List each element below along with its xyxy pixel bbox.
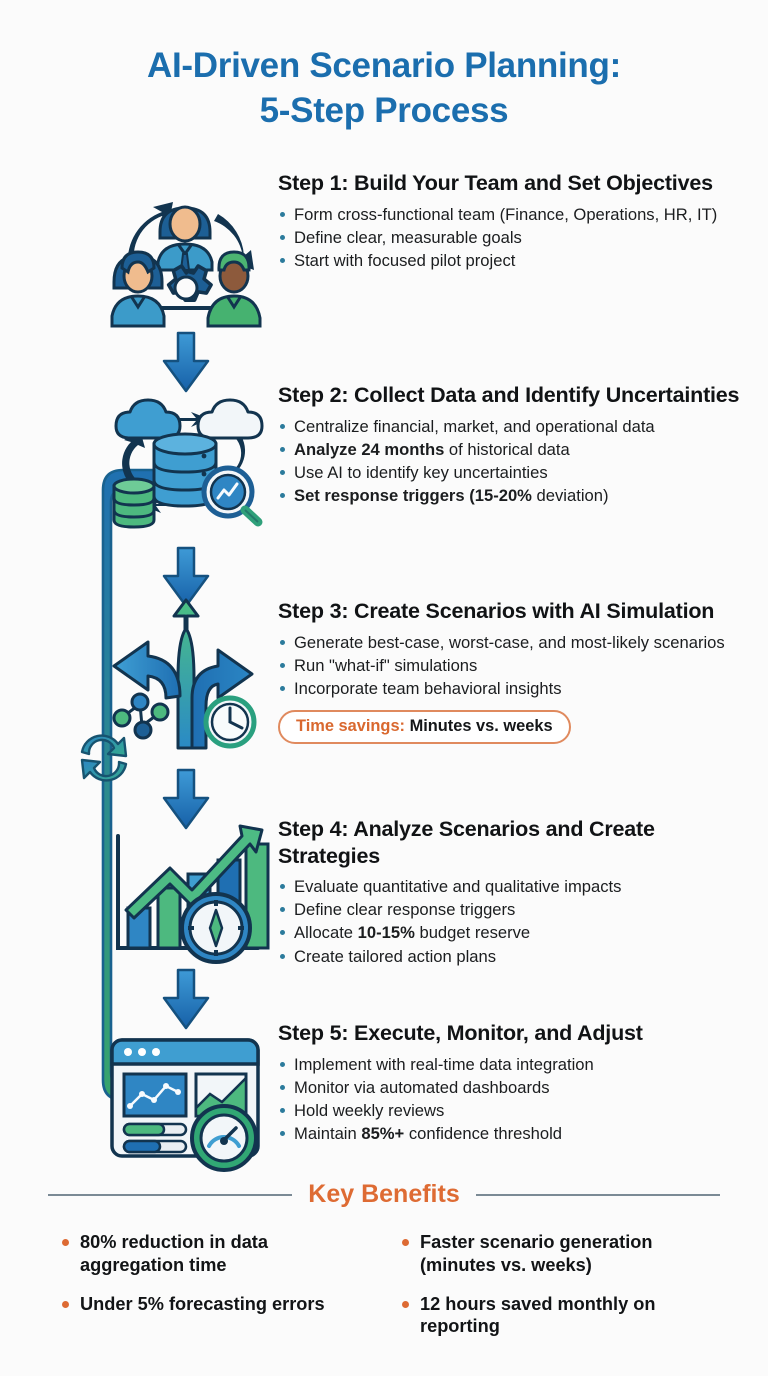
page-title: AI-Driven Scenario Planning: 5-Step Proc… bbox=[0, 44, 768, 134]
step-5-title: Step 5: Execute, Monitor, and Adjust bbox=[278, 1021, 643, 1045]
bullet: Evaluate quantitative and qualitative im… bbox=[278, 876, 740, 897]
bullet: Maintain 85%+ confidence threshold bbox=[278, 1123, 740, 1144]
person-left bbox=[110, 250, 166, 328]
bullet: Allocate 10-15% budget reserve bbox=[278, 922, 740, 943]
down-arrow-2-to-3 bbox=[162, 546, 210, 608]
time-savings-badge: Time savings: Minutes vs. weeks bbox=[278, 709, 571, 744]
data-cloud-database-icon bbox=[112, 398, 264, 529]
bullet: Define clear response triggers bbox=[278, 899, 740, 920]
window-dot-1 bbox=[124, 1048, 132, 1056]
dashboard-monitor-icon bbox=[110, 1038, 260, 1172]
down-arrow-4-to-5 bbox=[162, 968, 210, 1030]
step-2-body: Step 2: Collect Data and Identify Uncert… bbox=[278, 382, 740, 508]
benefit-item: Faster scenario generation (minutes vs. … bbox=[400, 1231, 714, 1277]
step-3-body: Step 3: Create Scenarios with AI Simulat… bbox=[278, 598, 740, 744]
step-4-body: Step 4: Analyze Scenarios and Create Str… bbox=[278, 816, 740, 969]
window-dot-2 bbox=[138, 1048, 146, 1056]
bullet: Form cross-functional team (Finance, Ope… bbox=[278, 204, 740, 225]
compass-icon bbox=[180, 892, 252, 964]
bullet: Define clear, measurable goals bbox=[278, 227, 740, 248]
gear-icon bbox=[166, 264, 213, 302]
step-5-bullets: Implement with real-time data integratio… bbox=[278, 1054, 740, 1144]
down-arrow-1-to-2 bbox=[162, 331, 210, 393]
node-network-icon bbox=[112, 692, 170, 740]
step-1-body: Step 1: Build Your Team and Set Objectiv… bbox=[278, 170, 740, 273]
time-savings-label: Time savings: bbox=[296, 716, 406, 735]
key-benefits-grid: 80% reduction in data aggregation time F… bbox=[0, 1231, 768, 1338]
clock-icon bbox=[203, 695, 257, 749]
step-2-title: Step 2: Collect Data and Identify Uncert… bbox=[278, 383, 740, 407]
step-5-body: Step 5: Execute, Monitor, and Adjust Imp… bbox=[278, 1020, 740, 1146]
bar-chart-compass-icon bbox=[116, 824, 270, 964]
step-2-bullets: Centralize financial, market, and operat… bbox=[278, 416, 740, 506]
bullet: Centralize financial, market, and operat… bbox=[278, 416, 740, 437]
step-4-title: Step 4: Analyze Scenarios and Create Str… bbox=[278, 817, 655, 868]
key-benefits-title: Key Benefits bbox=[308, 1180, 460, 1208]
step-1-title: Step 1: Build Your Team and Set Objectiv… bbox=[278, 171, 713, 195]
benefit-item: 80% reduction in data aggregation time bbox=[60, 1231, 374, 1277]
bullet: Set response triggers (15-20% deviation) bbox=[278, 485, 740, 506]
divider-right bbox=[475, 1193, 721, 1196]
gauge-icon bbox=[190, 1104, 258, 1172]
database-blue bbox=[152, 432, 218, 508]
key-benefits-header: Key Benefits bbox=[0, 1180, 768, 1209]
key-benefits-section: Key Benefits 80% reduction in data aggre… bbox=[0, 1180, 768, 1338]
cloud-blue bbox=[114, 398, 182, 440]
divider-left bbox=[48, 1193, 293, 1196]
bullet: Implement with real-time data integratio… bbox=[278, 1054, 740, 1075]
database-green bbox=[112, 477, 156, 529]
step-4-bullets: Evaluate quantitative and qualitative im… bbox=[278, 876, 740, 966]
title-line-2: 5-Step Process bbox=[259, 90, 509, 130]
bullet: Incorporate team behavioral insights bbox=[278, 678, 740, 699]
down-arrow-3-to-4 bbox=[162, 768, 210, 830]
benefit-item: 12 hours saved monthly on reporting bbox=[400, 1293, 714, 1339]
progress-bars bbox=[122, 1122, 188, 1154]
benefit-item: Under 5% forecasting errors bbox=[60, 1293, 374, 1339]
bullet: Analyze 24 months of historical data bbox=[278, 439, 740, 460]
time-savings-value: Minutes vs. weeks bbox=[409, 716, 553, 735]
step-3-bullets: Generate best-case, worst-case, and most… bbox=[278, 632, 740, 699]
cloud-white bbox=[196, 398, 264, 440]
person-top bbox=[156, 205, 214, 272]
branching-arrows-scenarios-icon bbox=[112, 598, 257, 750]
step-1-bullets: Form cross-functional team (Finance, Ope… bbox=[278, 204, 740, 271]
bullet: Start with focused pilot project bbox=[278, 250, 740, 271]
step-3-title: Step 3: Create Scenarios with AI Simulat… bbox=[278, 599, 715, 623]
team-collaboration-icon bbox=[110, 202, 262, 328]
person-right bbox=[206, 250, 262, 328]
bullet: Generate best-case, worst-case, and most… bbox=[278, 632, 740, 653]
bullet: Run "what-if" simulations bbox=[278, 655, 740, 676]
window-dot-3 bbox=[152, 1048, 160, 1056]
bullet: Monitor via automated dashboards bbox=[278, 1077, 740, 1098]
line-chart-panel bbox=[122, 1072, 188, 1118]
bullet: Hold weekly reviews bbox=[278, 1100, 740, 1121]
bar-2 bbox=[156, 886, 182, 950]
magnifier-chart-icon bbox=[201, 465, 263, 527]
title-line-1: AI-Driven Scenario Planning: bbox=[147, 46, 621, 85]
bullet: Create tailored action plans bbox=[278, 946, 740, 967]
refresh-loop-icon bbox=[80, 734, 128, 782]
bullet: Use AI to identify key uncertainties bbox=[278, 462, 740, 483]
